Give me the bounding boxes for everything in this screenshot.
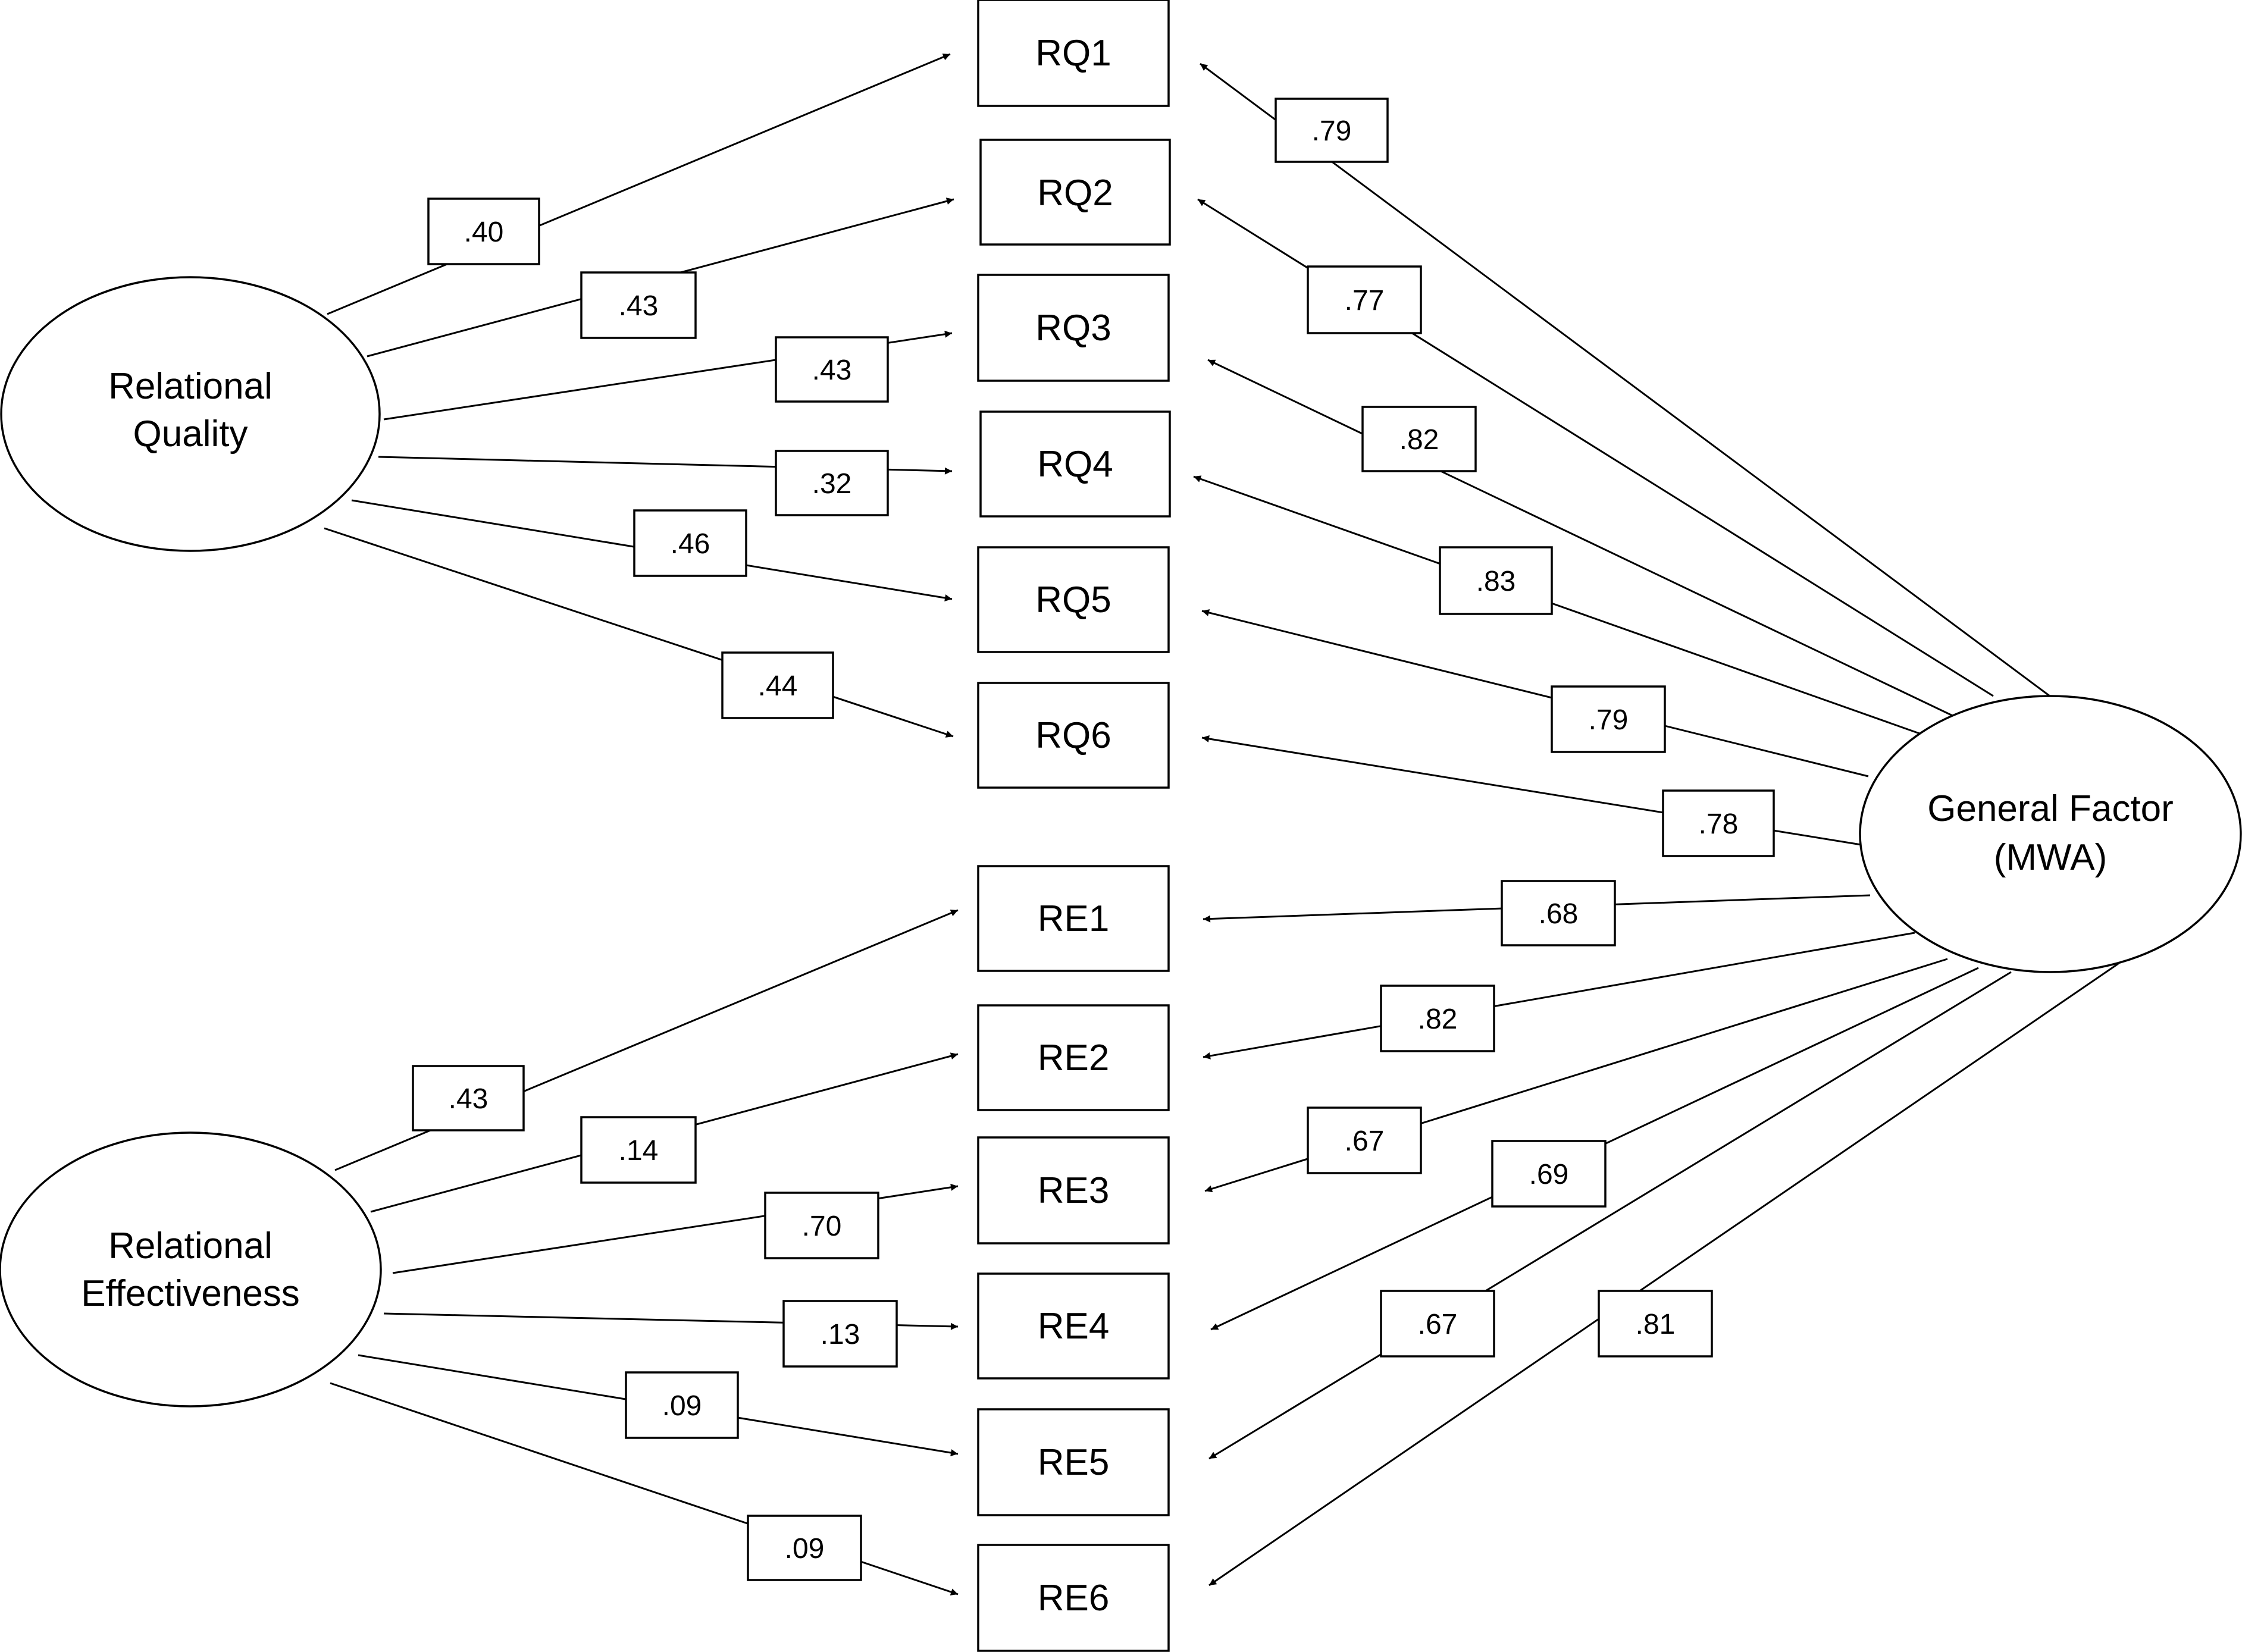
loading-label: .13: [782, 1300, 898, 1368]
loading-label: .44: [721, 651, 834, 719]
indicator-label: RQ2: [1037, 173, 1113, 214]
loading-label: .70: [764, 1192, 879, 1259]
svg-text:.32: .32: [812, 468, 852, 500]
indicator-re3: RE3: [977, 1136, 1170, 1245]
indicator-label: RQ1: [1035, 33, 1111, 74]
loading-label: .46: [633, 509, 747, 577]
indicator-label: RE6: [1038, 1578, 1110, 1619]
indicator-label: RE5: [1038, 1442, 1110, 1483]
latent-label-line2: (MWA): [1994, 837, 2108, 878]
indicator-rq3: RQ3: [977, 274, 1170, 382]
indicator-label: RE1: [1038, 898, 1110, 939]
svg-text:.81: .81: [1636, 1309, 1676, 1340]
svg-text:.43: .43: [449, 1083, 489, 1115]
loading-label: .81: [1598, 1290, 1713, 1358]
svg-text:.09: .09: [785, 1533, 825, 1565]
path-g-re5: [1208, 971, 2012, 1460]
loading-label: .79: [1275, 98, 1389, 163]
path-g-rq5: [1201, 609, 1869, 778]
path-g-rq1: [1200, 62, 2050, 697]
svg-text:.40: .40: [464, 217, 504, 248]
indicator-re4: RE4: [977, 1272, 1170, 1380]
loading-label: .32: [775, 450, 889, 516]
loading-label: .43: [775, 336, 889, 403]
loading-label: .43: [580, 271, 697, 339]
indicator-boxes: RQ1 RQ2 RQ3 RQ4 RQ5 RQ6 RE1 RE2 RE3 RE4 …: [977, 0, 1171, 1652]
indicator-rq2: RQ2: [979, 139, 1171, 246]
loading-label: .14: [580, 1116, 697, 1184]
latent-label-line1: Relational: [108, 366, 273, 407]
indicator-label: RE3: [1038, 1170, 1110, 1211]
loading-label: .69: [1491, 1140, 1607, 1208]
loading-label: .67: [1380, 1290, 1495, 1358]
svg-text:.68: .68: [1539, 898, 1579, 930]
latent-general-factor: General Factor (MWA): [1859, 695, 2242, 973]
indicator-re2: RE2: [977, 1004, 1170, 1111]
indicator-re1: RE1: [977, 865, 1170, 972]
loadings-relational-quality: .40 .43 .43 .32 .46 .44: [427, 198, 889, 719]
svg-text:.79: .79: [1589, 704, 1629, 736]
path-g-re6: [1208, 963, 2119, 1587]
svg-text:.13: .13: [821, 1319, 860, 1350]
indicator-label: RE2: [1038, 1037, 1110, 1079]
svg-text:.46: .46: [671, 528, 710, 560]
svg-text:.14: .14: [619, 1135, 659, 1167]
indicator-label: RE4: [1038, 1306, 1110, 1347]
svg-text:.09: .09: [662, 1390, 702, 1422]
svg-text:.43: .43: [812, 355, 852, 386]
latent-label-line2: Effectiveness: [81, 1273, 300, 1314]
indicator-label: RQ6: [1035, 715, 1111, 756]
latent-relational-effectiveness: Relational Effectiveness: [0, 1131, 382, 1408]
latent-label-line1: Relational: [108, 1225, 273, 1267]
loading-label: .82: [1380, 985, 1495, 1052]
svg-text:.83: .83: [1476, 566, 1516, 597]
loading-label: .40: [427, 198, 540, 265]
svg-text:.43: .43: [619, 290, 659, 322]
loadings-relational-effectiveness: .43 .14 .70 .13 .09 .09: [412, 1065, 898, 1581]
svg-text:.44: .44: [758, 670, 798, 702]
loading-label: .82: [1361, 406, 1477, 472]
path-g-re2: [1203, 932, 1915, 1059]
svg-text:.82: .82: [1399, 424, 1439, 456]
indicator-re5: RE5: [977, 1408, 1170, 1516]
svg-text:.79: .79: [1312, 115, 1352, 147]
svg-text:.67: .67: [1418, 1309, 1458, 1340]
indicator-rq1: RQ1: [977, 0, 1170, 107]
indicator-label: RQ5: [1035, 579, 1111, 620]
path-g-rq3: [1207, 359, 1958, 719]
svg-text:.82: .82: [1418, 1004, 1458, 1035]
svg-text:.70: .70: [802, 1211, 842, 1242]
indicator-re6: RE6: [977, 1544, 1170, 1652]
indicator-rq6: RQ6: [977, 682, 1170, 789]
svg-text:.78: .78: [1699, 808, 1739, 840]
indicator-label: RQ4: [1037, 444, 1113, 485]
svg-text:.67: .67: [1345, 1126, 1385, 1157]
loading-label: .78: [1662, 789, 1775, 857]
indicator-rq4: RQ4: [979, 410, 1171, 518]
latent-relational-quality: Relational Quality: [0, 276, 381, 552]
loading-label: .83: [1439, 546, 1553, 615]
loading-label: .77: [1307, 265, 1422, 334]
loading-label: .43: [412, 1065, 525, 1131]
loadings-general-factor: .79 .77 .82 .83 .79 .78 .68 .82 .67 .69 …: [1275, 98, 1775, 1358]
svg-text:.77: .77: [1345, 285, 1385, 316]
indicator-rq5: RQ5: [977, 546, 1170, 653]
loading-label: .09: [747, 1515, 862, 1581]
path-g-rq4: [1193, 475, 1940, 742]
indicator-label: RQ3: [1035, 308, 1111, 349]
loading-label: .79: [1551, 685, 1666, 753]
latent-label-line1: General Factor: [1927, 788, 2174, 829]
latent-label-line2: Quality: [133, 413, 248, 454]
svg-text:.69: .69: [1529, 1159, 1569, 1190]
loading-label: .68: [1501, 880, 1616, 946]
path-rq-rq6: [324, 527, 954, 738]
path-rq-rq1: [327, 53, 951, 315]
loading-label: .09: [625, 1371, 739, 1439]
loading-label: .67: [1307, 1106, 1422, 1174]
